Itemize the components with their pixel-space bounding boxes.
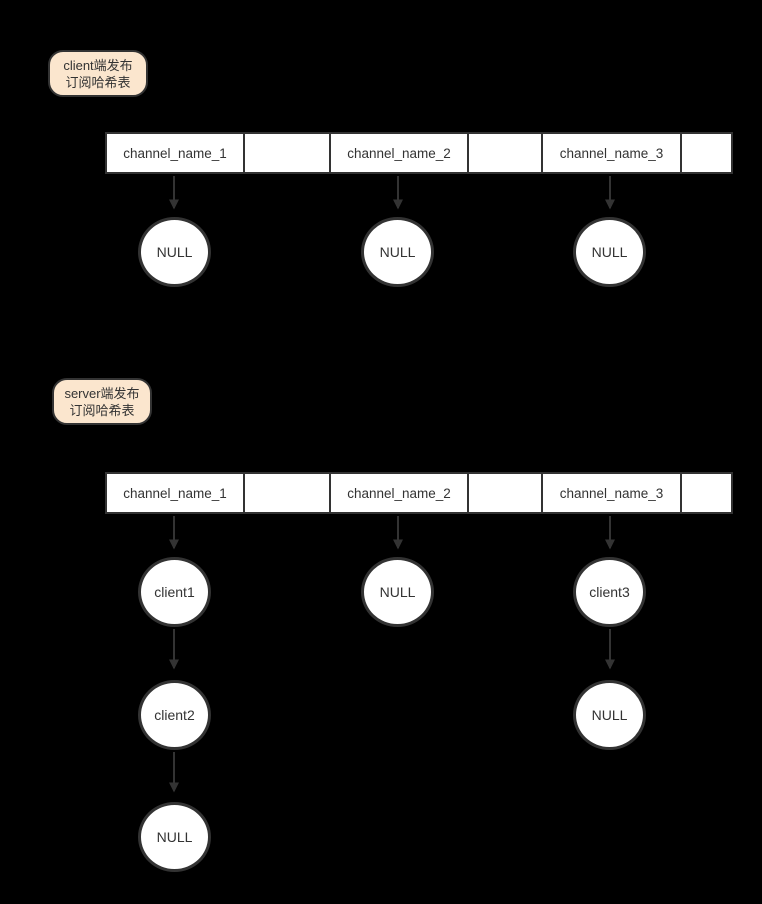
table-cell-channel2: channel_name_2: [331, 474, 469, 512]
client-label-line2: 订阅哈希表: [65, 74, 131, 90]
node-null-server-mid: NULL: [361, 557, 434, 627]
node-client1: client1: [138, 557, 211, 627]
node-null-after-client2: NULL: [138, 802, 211, 872]
table-cell-empty: [245, 474, 331, 512]
node-client3: client3: [573, 557, 646, 627]
table-cell-empty: [682, 134, 731, 172]
table-cell-empty: [682, 474, 731, 512]
table-cell-channel1: channel_name_1: [107, 134, 245, 172]
table-cell-channel3: channel_name_3: [543, 474, 682, 512]
node-label: client1: [154, 584, 195, 600]
table-cell-channel3: channel_name_3: [543, 134, 682, 172]
client-label-line1: client端发布: [63, 57, 133, 73]
server-label-line2: 订阅哈希表: [69, 402, 135, 418]
server-label-line1: server端发布: [64, 385, 140, 401]
node-null-after-client3: NULL: [573, 680, 646, 750]
node-label: NULL: [379, 584, 416, 600]
node-label: NULL: [156, 829, 193, 845]
node-label: NULL: [591, 244, 628, 260]
table-cell-channel1: channel_name_1: [107, 474, 245, 512]
node-null-client-1: NULL: [138, 217, 211, 287]
table-cell-channel2: channel_name_2: [331, 134, 469, 172]
node-label: NULL: [156, 244, 193, 260]
node-null-client-3: NULL: [573, 217, 646, 287]
table-cell-empty: [245, 134, 331, 172]
client-hash-table: channel_name_1 channel_name_2 channel_na…: [105, 132, 733, 174]
server-hashtable-label: server端发布 订阅哈希表: [52, 378, 152, 425]
server-hash-table: channel_name_1 channel_name_2 channel_na…: [105, 472, 733, 514]
node-label: NULL: [591, 707, 628, 723]
client-hashtable-label: client端发布 订阅哈希表: [48, 50, 148, 97]
table-cell-empty: [469, 474, 543, 512]
node-client2: client2: [138, 680, 211, 750]
node-null-client-2: NULL: [361, 217, 434, 287]
node-label: NULL: [379, 244, 416, 260]
table-cell-empty: [469, 134, 543, 172]
node-label: client2: [154, 707, 195, 723]
node-label: client3: [589, 584, 630, 600]
